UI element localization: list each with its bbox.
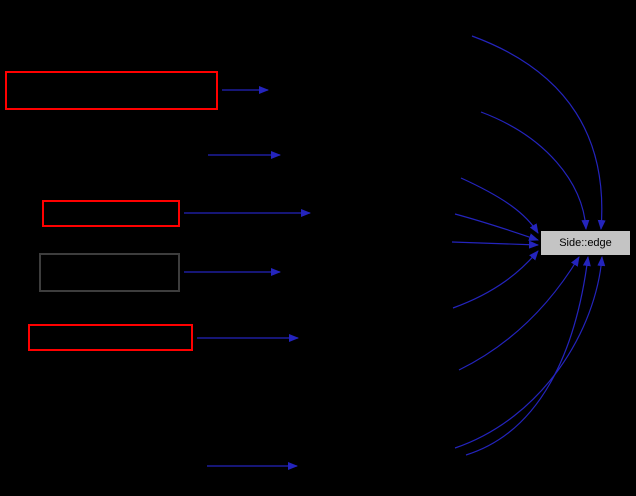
edge-curve-3 <box>460 177 539 234</box>
graph-node-box-1[interactable] <box>5 71 218 110</box>
edge-curve-9 <box>454 256 606 449</box>
edge-curve-5 <box>451 240 539 249</box>
graph-node-box-3 <box>39 253 180 292</box>
graph-node-box-2[interactable] <box>42 200 180 227</box>
edge-curve-7 <box>458 256 580 371</box>
edge-curve-6 <box>452 250 539 309</box>
edge-curve-4 <box>454 213 539 241</box>
edge-curve-2 <box>480 111 590 230</box>
graph-node-box-4[interactable] <box>28 324 193 351</box>
target-node-side-edge: Side::edge <box>541 231 630 255</box>
target-node-label: Side::edge <box>559 236 612 249</box>
edge-curve-8 <box>465 256 591 456</box>
edge-curve-1 <box>471 35 606 230</box>
